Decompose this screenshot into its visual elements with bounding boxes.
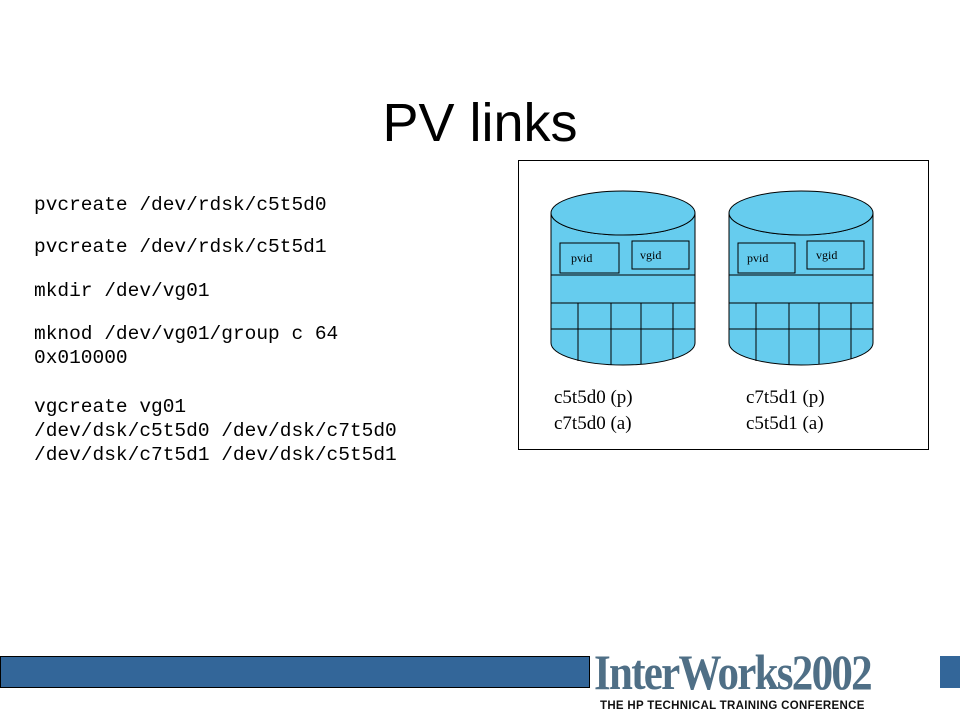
command-vgcreate: vgcreate vg01 /dev/dsk/c5t5d0 /dev/dsk/c… bbox=[34, 396, 397, 466]
disk-2-vgid-box bbox=[806, 240, 865, 270]
command-pvcreate-c5t5d0: pvcreate /dev/rdsk/c5t5d0 bbox=[34, 194, 327, 216]
footer-bar-left bbox=[0, 656, 590, 688]
disk-1-paths: c5t5d0 (p) c7t5d0 (a) bbox=[554, 387, 633, 434]
disk-1: pvid vgid bbox=[550, 190, 696, 366]
disk-1-pvid-label: pvid bbox=[571, 251, 592, 265]
command-pvcreate-c5t5d1: pvcreate /dev/rdsk/c5t5d1 bbox=[34, 236, 327, 258]
command-mknod: mknod /dev/vg01/group c 64 0x010000 bbox=[34, 323, 339, 369]
disks-drawing: pvid vgid pvid vgid bbox=[550, 190, 874, 366]
disk-1-top bbox=[550, 190, 696, 236]
disk-1-vgid-label: vgid bbox=[640, 248, 661, 262]
disk-2-top bbox=[728, 190, 874, 236]
disk-1-vgid-box bbox=[631, 240, 690, 270]
footer-bar bbox=[0, 656, 960, 690]
pv-links-diagram: pvid vgid pvid vgid c5t5d0 (p) c7t5d0 (a… bbox=[518, 160, 929, 450]
disk-2-pvid-box bbox=[737, 242, 796, 274]
disk-2-vgid-label: vgid bbox=[816, 248, 837, 262]
slide-title: PV links bbox=[382, 93, 578, 153]
logo-tagline: THE HP TECHNICAL TRAINING CONFERENCE bbox=[600, 700, 865, 712]
disk-2: pvid vgid bbox=[728, 190, 874, 366]
disk-2-paths: c7t5d1 (p) c5t5d1 (a) bbox=[746, 387, 825, 434]
disk-1-pvid-box bbox=[559, 242, 620, 274]
interworks-logo: InterWorks2002 THE HP TECHNICAL TRAINING… bbox=[592, 642, 898, 716]
footer-bar-right bbox=[940, 656, 960, 688]
command-mkdir: mkdir /dev/vg01 bbox=[34, 280, 210, 302]
disk-2-pvid-label: pvid bbox=[747, 251, 768, 265]
logo-text: InterWorks2002 bbox=[594, 644, 873, 700]
